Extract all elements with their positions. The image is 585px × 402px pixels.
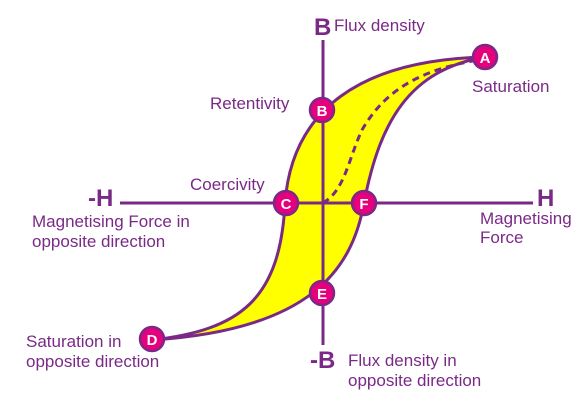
axis-neg-b-label-line2: opposite direction [348,371,481,390]
axis-h-label-line2: Force [480,228,523,247]
axis-neg-h-label-line1: Magnetising Force in [32,212,190,231]
point-b-letter: B [317,103,328,120]
point-b-label: Retentivity [210,94,290,113]
point-d-marker: D [138,325,166,353]
axis-neg-b-label-line1: Flux density in [348,351,457,370]
axis-h-label-line1: Magnetising [480,209,572,228]
point-f-marker: F [350,189,378,217]
point-c-label: Coercivity [190,175,265,194]
point-e-marker: E [308,279,336,307]
axis-b-symbol: B [314,14,331,41]
point-d-label-line1: Saturation in [26,332,121,351]
point-b-marker: B [308,96,336,124]
axis-h-symbol: H [537,185,554,212]
axis-neg-h-label-line2: opposite direction [32,232,165,251]
point-c-marker: C [272,189,300,217]
point-a-label: Saturation [472,77,550,96]
point-d-letter: D [147,332,158,349]
axis-neg-h-symbol: -H [88,185,113,212]
initial-magnetisation-curve [322,58,479,205]
axis-neg-b-symbol: -B [310,347,335,374]
point-a-marker: A [471,43,499,71]
point-e-letter: E [317,286,327,303]
point-c-letter: C [281,196,292,213]
point-f-letter: F [359,196,368,213]
point-d-label-line2: opposite direction [26,352,159,371]
point-a-letter: A [480,50,491,67]
axis-b-label: Flux density [334,16,425,35]
